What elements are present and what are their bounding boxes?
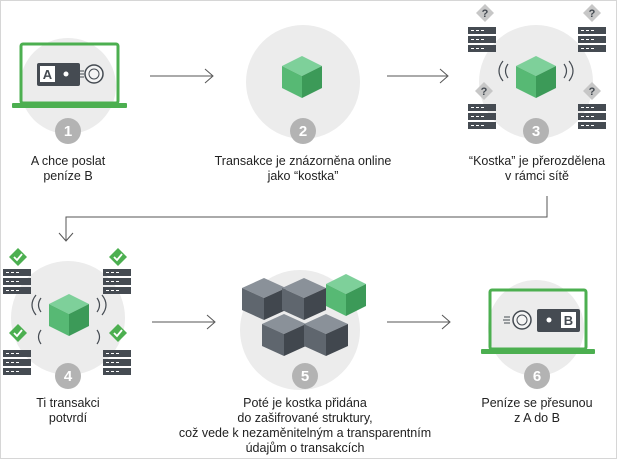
step-1: A 1	[12, 38, 127, 144]
caption-line: do zašifrované struktury,	[237, 411, 373, 425]
arrow-2-3	[387, 68, 449, 84]
step-3-badge	[523, 118, 549, 144]
signal-waves-icon	[498, 60, 574, 82]
step-1-badge	[55, 118, 81, 144]
arrow-1-2	[150, 68, 214, 84]
unknown-mark: ?	[481, 86, 488, 98]
caption-line: z A do B	[514, 411, 560, 425]
server-icon	[3, 350, 31, 375]
server-icon	[468, 104, 496, 129]
step-1-caption: A chce poslat peníze B	[8, 154, 128, 184]
coin-icon	[77, 64, 104, 84]
step-4: 4	[3, 247, 131, 389]
caption-line: což vede k nezaměnitelným a transparentn…	[178, 426, 432, 440]
step-6: B 6	[481, 280, 595, 389]
step-6-number: 6	[533, 368, 541, 385]
caption-line: potvrdí	[48, 411, 88, 425]
caption-line: “Kostka” je přerozdělena	[468, 154, 606, 168]
step-6-badge	[524, 363, 550, 389]
step-3-caption: “Kostka” je přerozdělena v rámci sítě	[462, 154, 612, 184]
coin-icon	[503, 310, 532, 330]
arrow-5-6	[387, 314, 451, 330]
step-2-badge	[290, 118, 316, 144]
caption-line: Peníze se přesunou	[481, 396, 593, 410]
step-5-number: 5	[301, 368, 309, 385]
server-icon	[578, 104, 606, 129]
step-2: 2	[246, 25, 360, 144]
step-5-badge	[292, 363, 318, 389]
server-icon	[3, 269, 31, 294]
step-2-number: 2	[299, 123, 307, 140]
server-icon	[468, 27, 496, 52]
caption-line: Transakce je znázorněna online	[214, 154, 392, 168]
step-6-caption: Peníze se přesunou z A do B	[472, 396, 602, 426]
caption-line: jako “kostka”	[267, 169, 339, 183]
step-5-caption: Poté je kostka přidána do zašifrované st…	[160, 396, 450, 456]
caption-line: v rámci sítě	[505, 169, 569, 183]
unknown-mark: ?	[589, 8, 596, 20]
unknown-mark: ?	[482, 8, 489, 20]
server-icon	[103, 269, 131, 294]
unknown-mark: ?	[589, 86, 596, 98]
caption-line: Ti transakci	[36, 396, 100, 410]
caption-line: údajům o transakcích	[245, 441, 365, 455]
step-3: ? ? ? ? 3	[468, 4, 606, 144]
arrow-4-5	[152, 314, 216, 330]
connector-3-4	[58, 196, 548, 242]
step-3-number: 3	[532, 123, 540, 140]
wallet-icon: A	[37, 63, 80, 86]
step-1-number: 1	[64, 123, 72, 140]
wallet-icon: B	[537, 309, 580, 332]
step-5: 5	[240, 270, 366, 390]
caption-line: Poté je kostka přidána	[243, 396, 367, 410]
server-icon	[103, 350, 131, 375]
wallet-label-b: B	[564, 313, 573, 328]
step-4-number: 4	[64, 368, 73, 385]
laptop-icon	[481, 288, 595, 354]
wallet-label-a: A	[43, 67, 53, 82]
laptop-icon	[12, 42, 127, 108]
step-4-caption: Ti transakci potvrdí	[8, 396, 128, 426]
caption-line: peníze B	[43, 169, 93, 183]
caption-line: A chce poslat	[30, 154, 106, 168]
step-2-caption: Transakce je znázorněna online jako “kos…	[198, 154, 408, 184]
server-icon	[578, 27, 606, 52]
signal-waves-icon	[31, 294, 107, 345]
step-4-badge	[55, 363, 81, 389]
